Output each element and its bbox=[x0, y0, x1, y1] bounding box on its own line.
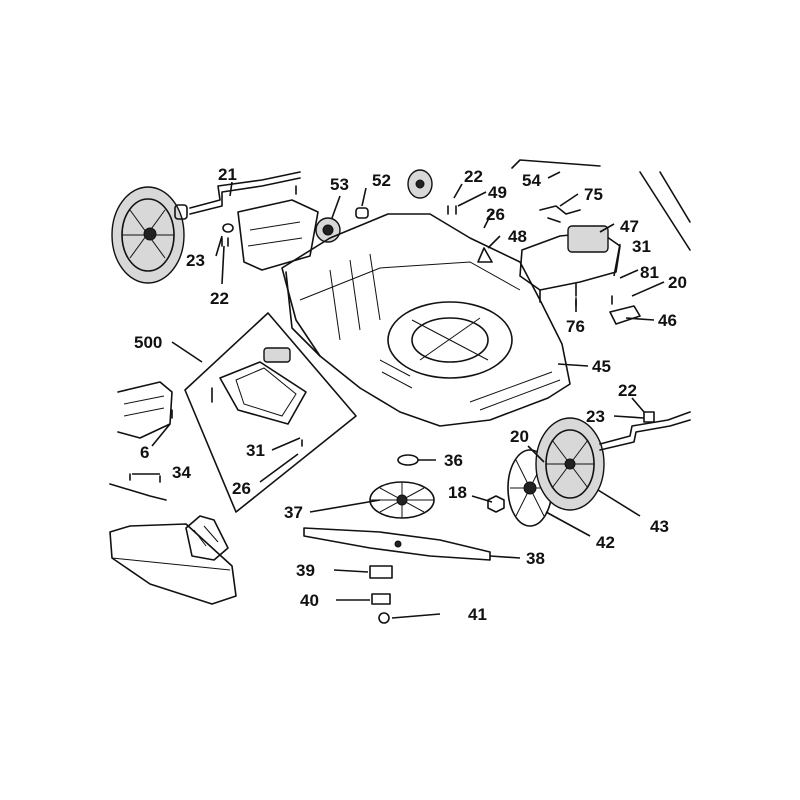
callout-20: 20 bbox=[668, 273, 687, 292]
callout-labels: 21 53 52 22 49 54 75 26 47 48 31 81 20 4… bbox=[134, 165, 687, 624]
callout-21: 21 bbox=[218, 165, 237, 184]
blade-nut-41 bbox=[378, 612, 390, 624]
callout-6: 6 bbox=[140, 443, 149, 462]
bracket-48 bbox=[477, 247, 493, 263]
callout-31: 31 bbox=[632, 237, 651, 256]
rear-axle bbox=[189, 171, 301, 215]
cutting-blade bbox=[303, 527, 491, 561]
callout-42: 42 bbox=[596, 533, 615, 552]
callout-43: 43 bbox=[650, 517, 669, 536]
blade-washer-40 bbox=[371, 593, 391, 605]
front-right-wheel bbox=[535, 417, 605, 511]
callout-22: 22 bbox=[464, 167, 483, 186]
callout-53: 53 bbox=[330, 175, 349, 194]
fan-impeller bbox=[369, 481, 435, 519]
front-axle bbox=[599, 411, 691, 451]
callout-54: 54 bbox=[522, 171, 541, 190]
callout-81: 81 bbox=[640, 263, 659, 282]
callout-45: 45 bbox=[592, 357, 611, 376]
callout-40: 40 bbox=[300, 591, 319, 610]
leader-lines bbox=[132, 171, 665, 619]
callout-22-left: 22 bbox=[210, 289, 229, 308]
callout-22-right: 22 bbox=[618, 381, 637, 400]
rear-flap bbox=[237, 199, 319, 271]
callout-75: 75 bbox=[584, 185, 603, 204]
kit-500-box bbox=[184, 312, 357, 513]
callout-41: 41 bbox=[468, 605, 487, 624]
blade-washer-39 bbox=[369, 565, 393, 579]
callout-48: 48 bbox=[508, 227, 527, 246]
washer-36 bbox=[397, 454, 419, 466]
callout-23: 23 bbox=[186, 251, 205, 270]
callout-76: 76 bbox=[566, 317, 585, 336]
mower-deck bbox=[281, 213, 571, 427]
callout-49: 49 bbox=[488, 183, 507, 202]
callout-37: 37 bbox=[284, 503, 303, 522]
washer-set-left bbox=[221, 223, 234, 247]
callout-39: 39 bbox=[296, 561, 315, 580]
callout-18: 18 bbox=[448, 483, 467, 502]
callout-500: 500 bbox=[134, 333, 162, 352]
bushing-52 bbox=[355, 207, 369, 219]
clip-46 bbox=[609, 305, 641, 325]
side-flap bbox=[117, 381, 173, 439]
callout-46: 46 bbox=[658, 311, 677, 330]
callout-26: 26 bbox=[486, 205, 505, 224]
callout-38: 38 bbox=[526, 549, 545, 568]
top-roller bbox=[407, 169, 433, 199]
callout-52: 52 bbox=[372, 171, 391, 190]
motor-housing bbox=[519, 225, 621, 303]
nut-18 bbox=[487, 495, 505, 513]
cable-harness bbox=[539, 205, 581, 223]
callout-20-right: 20 bbox=[510, 427, 529, 446]
callout-47: 47 bbox=[620, 217, 639, 236]
callout-31-box: 31 bbox=[246, 441, 265, 460]
grass-collector bbox=[109, 515, 237, 605]
lever-34 bbox=[109, 473, 167, 501]
handle-frame-top bbox=[511, 159, 691, 251]
callout-34: 34 bbox=[172, 463, 191, 482]
callout-23-right: 23 bbox=[586, 407, 605, 426]
rear-left-wheel bbox=[111, 186, 188, 284]
callout-26-box: 26 bbox=[232, 479, 251, 498]
callout-36: 36 bbox=[444, 451, 463, 470]
